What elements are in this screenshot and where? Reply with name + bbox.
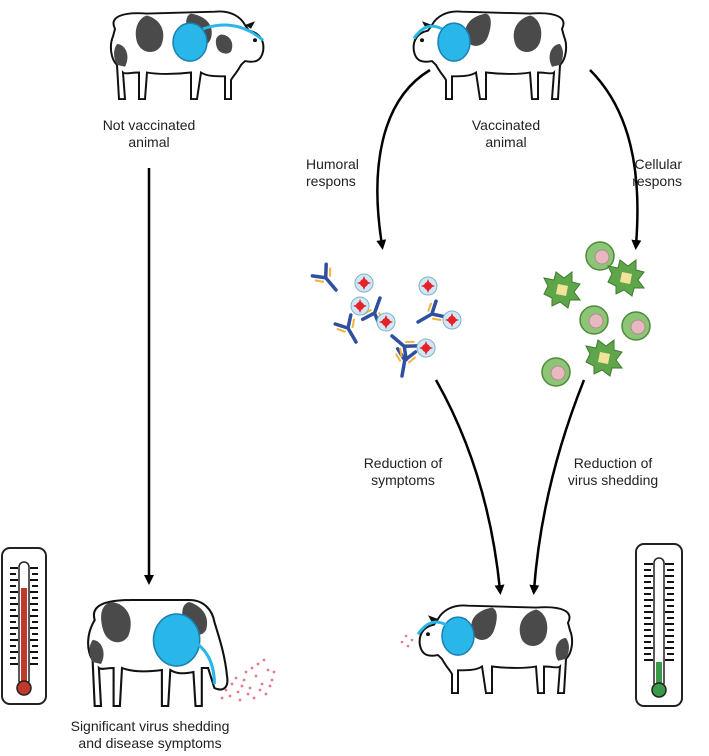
t-cell-icon	[585, 241, 615, 271]
cow-vaccinated	[412, 10, 568, 101]
cow-sick-shedding	[87, 599, 276, 707]
arrow-humoral	[376, 68, 431, 250]
antibody-icon	[309, 261, 346, 299]
cow-protected	[416, 604, 574, 695]
humoral-response-cluster	[309, 261, 462, 380]
t-cell-icon	[579, 305, 609, 335]
label-vaccinated: Vaccinated animal	[471, 117, 541, 150]
virus-particle-icon	[376, 312, 396, 332]
cellular-response-cluster	[541, 241, 651, 387]
virus-particle-icon	[418, 276, 438, 296]
t-cell-icon	[543, 271, 581, 309]
thermometer-icon	[635, 543, 683, 707]
thermometer-icon	[1, 547, 47, 705]
virus-cloud-icon	[152, 613, 201, 667]
antibody-icon	[332, 312, 367, 349]
shedding-dots	[400, 634, 414, 648]
t-cell-icon	[541, 357, 571, 387]
virus-particle-icon	[354, 273, 374, 293]
arrow-symptoms	[434, 379, 505, 595]
label-outcome-unvaccinated: Significant virus shedding and disease s…	[70, 718, 230, 751]
cow-not-vaccinated	[109, 10, 265, 101]
t-cell-icon	[585, 339, 623, 377]
label-not-vaccinated: Not vaccinated animal	[102, 117, 196, 150]
label-humoral-response: Humoral respons	[306, 156, 359, 189]
virus-particle-icon	[442, 310, 462, 330]
virus-cloud-icon	[441, 616, 475, 656]
antibody-icon	[411, 298, 448, 333]
virus-cloud-icon	[172, 22, 208, 62]
arrow-cellular	[589, 69, 642, 250]
label-reduction-shedding: Reduction of virus shedding	[567, 455, 659, 488]
shedding-dots	[220, 658, 276, 702]
arrow-shedding	[529, 379, 586, 595]
t-cell-icon	[621, 311, 651, 341]
label-cellular-response: Cellular respons	[632, 156, 682, 189]
virus-particle-icon	[350, 296, 370, 316]
label-reduction-symptoms: Reduction of symptoms	[363, 455, 443, 488]
virus-particle-icon	[416, 338, 436, 358]
t-cell-icon	[607, 259, 645, 297]
virus-cloud-icon	[437, 22, 471, 62]
